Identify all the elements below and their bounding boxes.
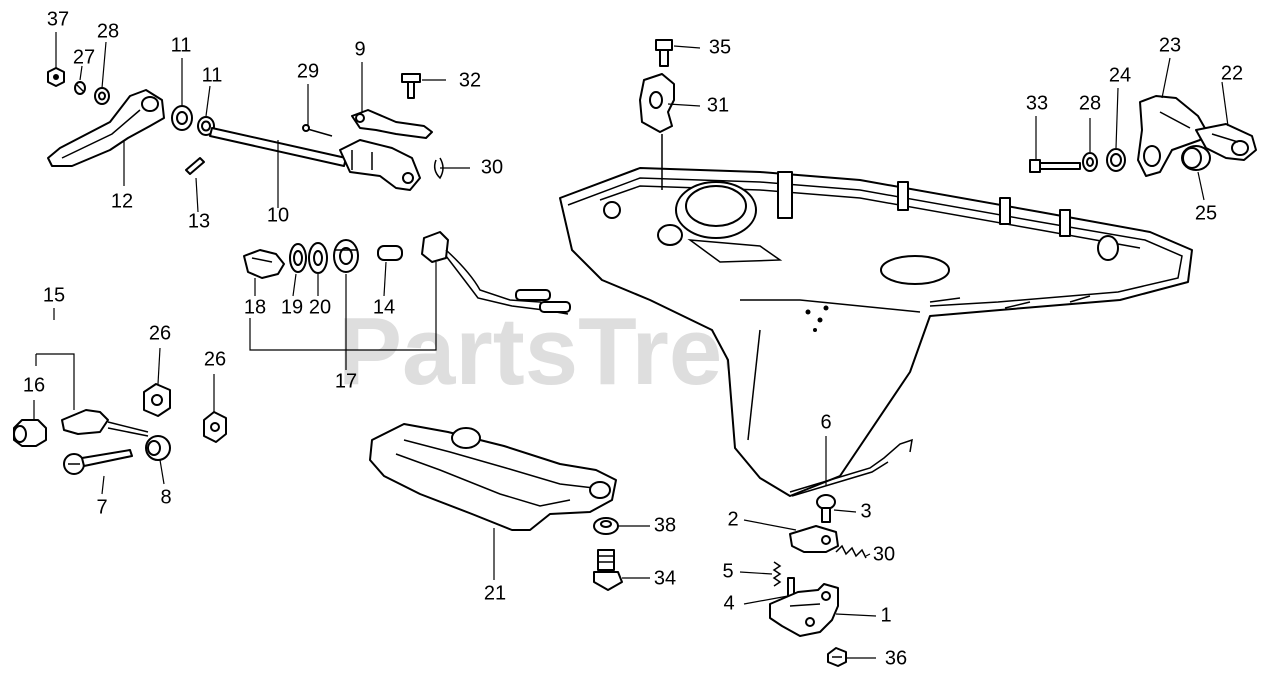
leader-lines <box>33 32 1229 659</box>
clamp-part-31 <box>639 73 675 190</box>
bracket-part-23 <box>1137 95 1207 177</box>
bolt-part-34 <box>593 549 623 591</box>
callout-33: 33 <box>1026 92 1048 114</box>
callout-11: 11 <box>202 64 223 86</box>
washer-part-20 <box>308 242 328 274</box>
callout-6: 6 <box>820 411 831 433</box>
throttle-shaft-part-10 <box>209 127 421 191</box>
spring-part-5 <box>772 561 782 587</box>
callout-36: 36 <box>885 647 907 669</box>
callout-29: 29 <box>297 60 319 82</box>
callout-30: 30 <box>873 543 895 565</box>
callout-35: 35 <box>709 36 731 58</box>
bushing-part-25 <box>1181 145 1211 171</box>
callout-10: 10 <box>267 204 289 226</box>
callout-38: 38 <box>654 514 676 536</box>
screw-part-35 <box>655 39 673 67</box>
lower-engine-cover <box>559 167 1193 497</box>
callout-19: 19 <box>281 296 303 318</box>
callout-labels: 37 27 28 11 11 12 13 10 29 9 32 30 35 31… <box>23 8 1243 669</box>
callout-24: 24 <box>1109 64 1131 86</box>
screw-part-7 <box>63 449 133 475</box>
spring-washer-part-27 <box>74 81 86 95</box>
collar-part-24 <box>1106 148 1126 172</box>
callout-8: 8 <box>160 486 171 508</box>
callout-34: 34 <box>654 567 676 589</box>
callout-26: 26 <box>149 322 171 344</box>
callout-37: 37 <box>47 8 69 30</box>
bushing-part-11b <box>197 116 215 136</box>
callout-15: 15 <box>43 284 65 306</box>
callout-26: 26 <box>204 348 226 370</box>
callout-14: 14 <box>373 296 395 318</box>
throttle-grip-part-12 <box>47 89 165 167</box>
bracket-part-9 <box>351 109 433 139</box>
callout-7: 7 <box>96 496 107 518</box>
callout-17: 17 <box>335 370 357 392</box>
callout-11: 11 <box>171 34 192 56</box>
callout-5: 5 <box>722 560 733 582</box>
callout-20: 20 <box>309 296 331 318</box>
callout-31: 31 <box>707 94 729 116</box>
plug-part-16 <box>13 419 47 447</box>
callout-3: 3 <box>860 500 871 522</box>
callout-2: 2 <box>727 508 738 530</box>
nut-part-26b <box>203 411 227 443</box>
bushing-part-8 <box>145 435 171 461</box>
link-part-22 <box>1195 123 1257 161</box>
bolt-part-33 <box>1029 159 1081 173</box>
callout-30: 30 <box>481 156 503 178</box>
screw-part-36 <box>827 647 847 667</box>
callout-13: 13 <box>188 210 210 232</box>
spring-part-30-bottom <box>835 544 867 559</box>
nut-part-26a <box>143 383 171 417</box>
callout-22: 22 <box>1221 62 1243 84</box>
callout-18: 18 <box>244 296 266 318</box>
screw-part-32 <box>401 73 421 99</box>
callout-32: 32 <box>459 69 481 91</box>
callout-4: 4 <box>723 592 734 614</box>
stop-switch-wiring <box>421 231 571 315</box>
callout-27: 27 <box>73 46 95 68</box>
knob-part-18 <box>243 249 285 279</box>
washer-part-19 <box>289 243 307 273</box>
pin-part-13 <box>185 157 205 175</box>
callout-9: 9 <box>354 38 365 60</box>
cotter-pin-part-29 <box>302 124 333 137</box>
callout-28: 28 <box>97 20 119 42</box>
switch-part-15 <box>61 409 149 437</box>
nut-part-38 <box>593 517 619 535</box>
grommet-part-17 <box>333 239 359 273</box>
washer-part-28-right <box>1082 152 1098 172</box>
callout-16: 16 <box>23 374 45 396</box>
rod-part-6 <box>789 438 913 497</box>
callout-1: 1 <box>880 604 891 626</box>
washer-part-28 <box>94 87 110 105</box>
callout-23: 23 <box>1159 34 1181 56</box>
callout-21: 21 <box>484 582 506 604</box>
bracket-part-1 <box>769 583 839 637</box>
bushing-part-11a <box>171 105 193 131</box>
lever-part-2 <box>789 525 839 553</box>
screw-part-3 <box>816 494 836 523</box>
clip-part-30-top <box>433 157 444 180</box>
handle-part-21 <box>369 423 617 531</box>
nut-part-37 <box>47 67 65 87</box>
callout-12: 12 <box>111 190 133 212</box>
callout-28: 28 <box>1079 92 1101 114</box>
cap-part-14 <box>377 245 403 261</box>
callout-25: 25 <box>1195 202 1217 224</box>
